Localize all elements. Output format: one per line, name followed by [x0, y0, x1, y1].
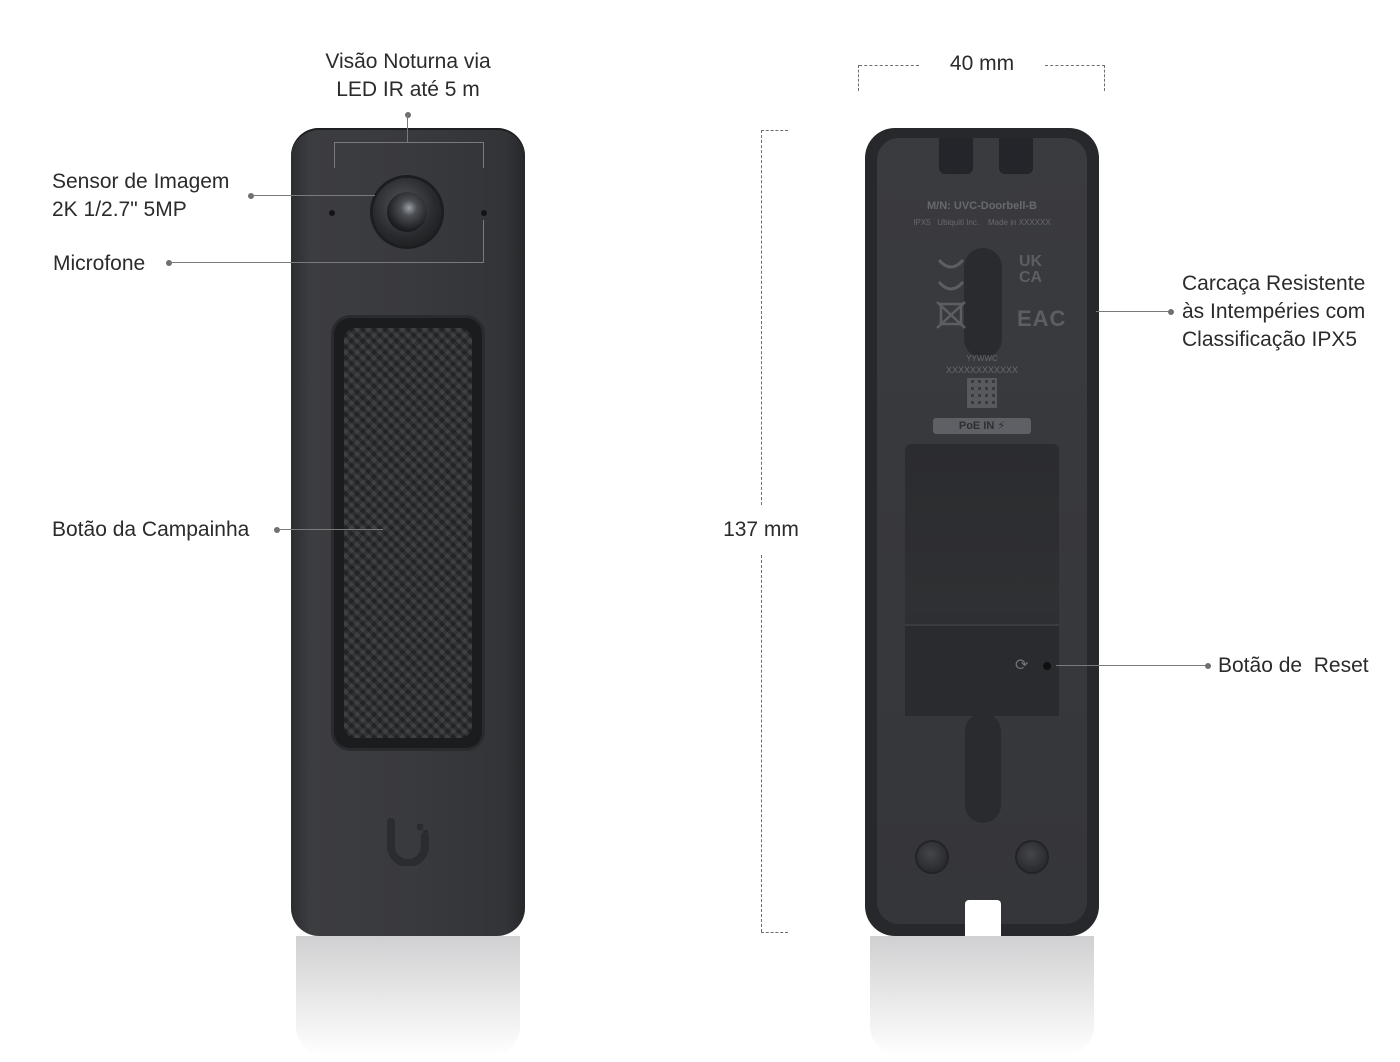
doorbell-button-label: Botão da Campainha — [52, 518, 250, 541]
cavity-step — [905, 624, 1059, 716]
width-dim-tick-right — [1104, 65, 1105, 91]
image-sensor-dot — [248, 193, 254, 199]
housing-label: Carcaça Resistente às Intempéries com Cl… — [1182, 270, 1365, 354]
serial-marking: XXXXXXXXXXXX — [945, 365, 1019, 375]
ir-bracket-left — [334, 142, 335, 168]
front-reflection — [296, 936, 520, 1056]
housing-line1: Carcaça Resistente — [1182, 272, 1366, 295]
width-dim-line-right — [1045, 65, 1105, 66]
camera-lens-icon — [373, 178, 441, 246]
doorbell-button-dot — [274, 527, 280, 533]
image-sensor-label: Sensor de Imagem 2K 1/2.7" 5MP — [52, 168, 229, 224]
eac-mark: EAC — [1017, 306, 1067, 331]
image-sensor-line1: Sensor de Imagem — [52, 170, 230, 193]
height-dim-tick-top — [761, 130, 788, 131]
back-plate: M/N: UVC-Doorbell-B IPX5 Ubiquiti Inc. M… — [877, 138, 1087, 936]
poe-badge: PoE IN ⚡ — [933, 418, 1031, 434]
image-sensor-leader — [251, 195, 375, 196]
screw-right — [1017, 842, 1047, 872]
reset-button-label: Botão de Reset — [1218, 654, 1369, 677]
mount-clip-right — [999, 138, 1033, 174]
night-vision-leader — [407, 115, 408, 142]
mount-clip-left — [939, 138, 973, 174]
ubiquiti-logo-icon — [387, 818, 429, 866]
housing-line3: Classificação IPX5 — [1182, 328, 1358, 351]
reset-leader — [1056, 665, 1208, 666]
mount-slot-bottom — [965, 713, 1001, 823]
width-dim-line-left — [859, 65, 919, 66]
height-dim-line-top — [761, 130, 762, 505]
ukca-mark: UK CA — [1019, 253, 1043, 286]
ir-bracket-right — [483, 142, 484, 168]
height-dim-tick-bottom — [761, 932, 788, 933]
doorbell-button-leader — [277, 529, 383, 530]
height-dimension-label: 137 mm — [723, 518, 799, 541]
reset-dot — [1205, 663, 1211, 669]
reset-icon: ⟳ — [1015, 657, 1029, 674]
date-code-marking: YYWWC — [966, 354, 998, 363]
width-dim-tick-left — [858, 65, 859, 91]
mount-slot-top — [964, 248, 1002, 358]
night-vision-label: Visão Noturna via LED IR até 5 m — [296, 48, 520, 104]
night-vision-dot — [405, 112, 411, 118]
microphone-label: Microfone — [53, 252, 146, 275]
housing-leader — [1096, 311, 1171, 312]
reset-button-hole — [1043, 662, 1051, 670]
image-sensor-line2: 2K 1/2.7" 5MP — [52, 198, 187, 221]
microphone-dot — [166, 260, 172, 266]
doorbell-button-pad — [334, 318, 482, 748]
width-dimension-label: 40 mm — [949, 52, 1015, 75]
model-marking: M/N: UVC-Doorbell-B — [927, 200, 1037, 212]
back-reflection — [870, 936, 1094, 1056]
ir-bracket-top — [334, 142, 484, 143]
doorbell-front — [291, 128, 525, 936]
night-vision-line1: Visão Noturna via — [325, 50, 491, 73]
qr-code-icon — [967, 378, 997, 408]
height-dim-line-bottom — [761, 555, 762, 932]
screw-left — [917, 842, 947, 872]
mount-cavity — [905, 444, 1059, 716]
weee-bin-icon — [936, 258, 966, 329]
night-vision-line2: LED IR até 5 m — [336, 78, 480, 101]
microphone-leader — [169, 262, 484, 263]
doorbell-back: M/N: UVC-Doorbell-B IPX5 Ubiquiti Inc. M… — [865, 128, 1099, 936]
housing-dot — [1168, 309, 1174, 315]
housing-line2: às Intempéries com — [1182, 300, 1366, 323]
ir-sensor-left — [329, 210, 335, 216]
cable-notch — [965, 900, 1001, 936]
microphone-leader-vertical — [483, 220, 484, 263]
microphone-hole — [481, 210, 487, 216]
rating-marking: IPX5 Ubiquiti Inc. Made in XXXXXX — [913, 218, 1051, 227]
